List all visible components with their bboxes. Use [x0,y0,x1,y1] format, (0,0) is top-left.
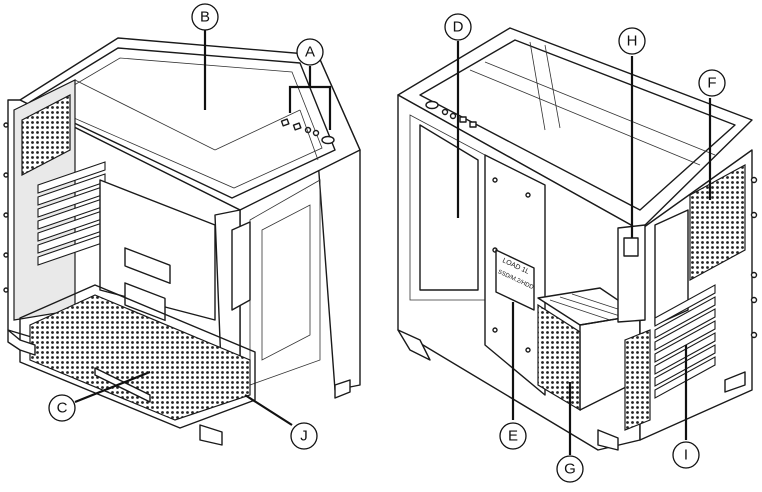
foot-front-right [200,425,222,445]
psu-side-mesh [625,330,650,430]
callout-g: G [557,456,583,482]
callout-i: I [673,442,699,468]
callout-e: E [500,423,526,449]
callout-d: D [445,14,471,40]
callout-h: H [619,28,645,54]
callout-a-label: A [305,44,315,61]
callout-f-label: F [707,75,716,92]
callout-b: B [192,4,218,30]
callout-h-label: H [627,33,638,50]
callout-e-label: E [508,428,518,445]
callout-a: A [297,39,323,65]
callout-j: J [291,423,317,449]
callout-g-label: G [564,461,576,478]
callout-f: F [699,70,725,96]
callout-i-label: I [684,447,688,464]
left-case-view [4,38,360,445]
callout-c-label: C [57,400,68,417]
callout-c: C [49,395,75,421]
leader-j [245,395,292,425]
callout-d-label: D [453,19,464,36]
callout-j-label: J [300,428,308,445]
callout-b-label: B [200,9,210,26]
